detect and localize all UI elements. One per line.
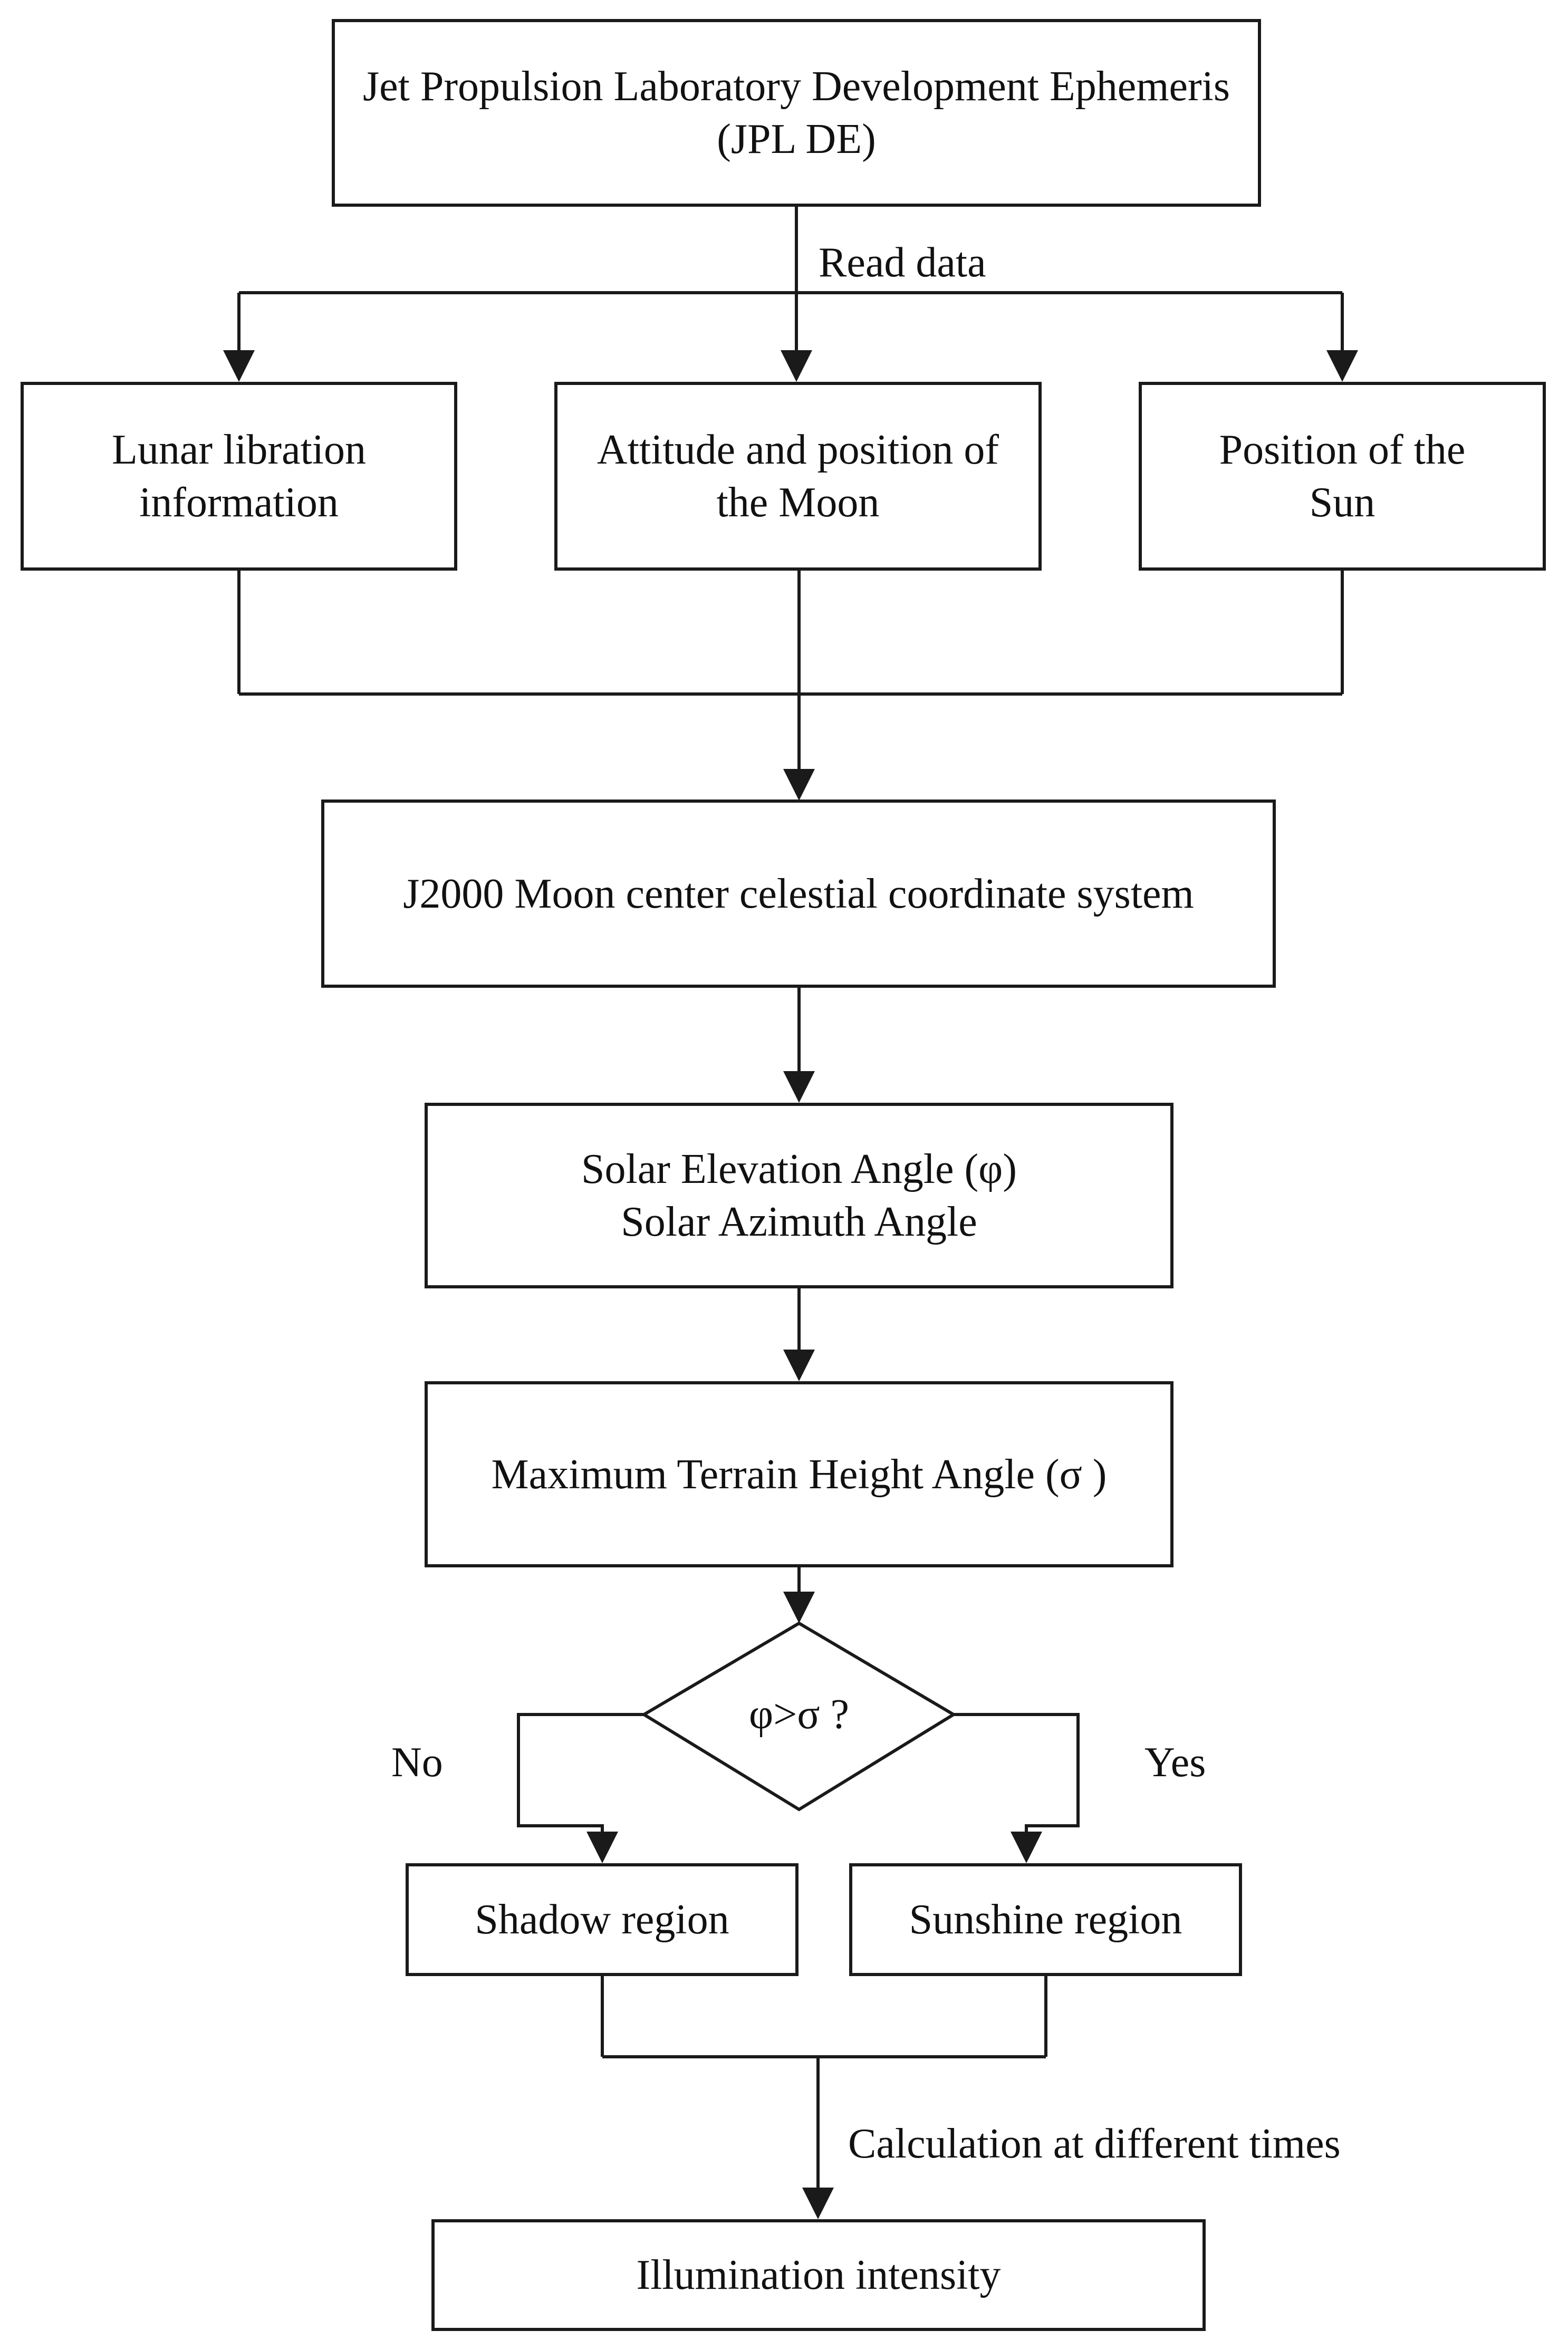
node-lunar-libration-line2: information <box>139 479 339 526</box>
node-moon-attitude-line2: the Moon <box>716 479 880 526</box>
node-solar-angles-line2: Solar Azimuth Angle <box>621 1199 977 1245</box>
node-ephemeris-line2: (JPL DE) <box>717 116 876 162</box>
node-lunar-libration: Lunar libration information <box>21 382 457 571</box>
node-shadow-region-line1: Shadow region <box>475 1896 729 1943</box>
node-sun-position-line2: Sun <box>1309 479 1375 526</box>
edge-label-no: No <box>391 1739 443 1786</box>
node-shadow-region: Shadow region <box>406 1863 799 1976</box>
node-j2000: J2000 Moon center celestial coordinate s… <box>321 800 1276 988</box>
edge-label-yes: Yes <box>1144 1739 1206 1786</box>
node-solar-angles: Solar Elevation Angle (φ) Solar Azimuth … <box>425 1103 1173 1288</box>
node-illumination-intensity-line1: Illumination intensity <box>636 2252 1001 2298</box>
node-sunshine-region: Sunshine region <box>849 1863 1242 1976</box>
node-terrain-angle-line1: Maximum Terrain Height Angle (σ ) <box>491 1451 1107 1498</box>
node-moon-attitude: Attitude and position of the Moon <box>554 382 1042 571</box>
node-j2000-line1: J2000 Moon center celestial coordinate s… <box>403 870 1194 917</box>
edge-label-read-data: Read data <box>819 239 986 286</box>
node-solar-angles-line1: Solar Elevation Angle (φ) <box>581 1146 1017 1192</box>
node-lunar-libration-line1: Lunar libration <box>111 427 367 473</box>
node-moon-attitude-line1: Attitude and position of <box>597 427 999 473</box>
decision-diamond <box>641 1621 957 1812</box>
arrow-no-branch <box>517 1713 644 1863</box>
node-ephemeris-line1: Jet Propulsion Laboratory Development Ep… <box>362 63 1230 110</box>
arrow-yes-branch <box>954 1713 1080 1863</box>
edge-label-calculation-times: Calculation at different times <box>848 2121 1341 2167</box>
node-sun-position-line1: Position of the <box>1219 427 1466 473</box>
node-sunshine-region-line1: Sunshine region <box>909 1896 1182 1943</box>
node-illumination-intensity: Illumination intensity <box>431 2219 1206 2331</box>
node-terrain-angle: Maximum Terrain Height Angle (σ ) <box>425 1381 1173 1567</box>
node-sun-position: Position of the Sun <box>1139 382 1546 571</box>
node-ephemeris: Jet Propulsion Laboratory Development Ep… <box>332 19 1261 207</box>
decision-label: φ>σ ? <box>749 1691 849 1738</box>
